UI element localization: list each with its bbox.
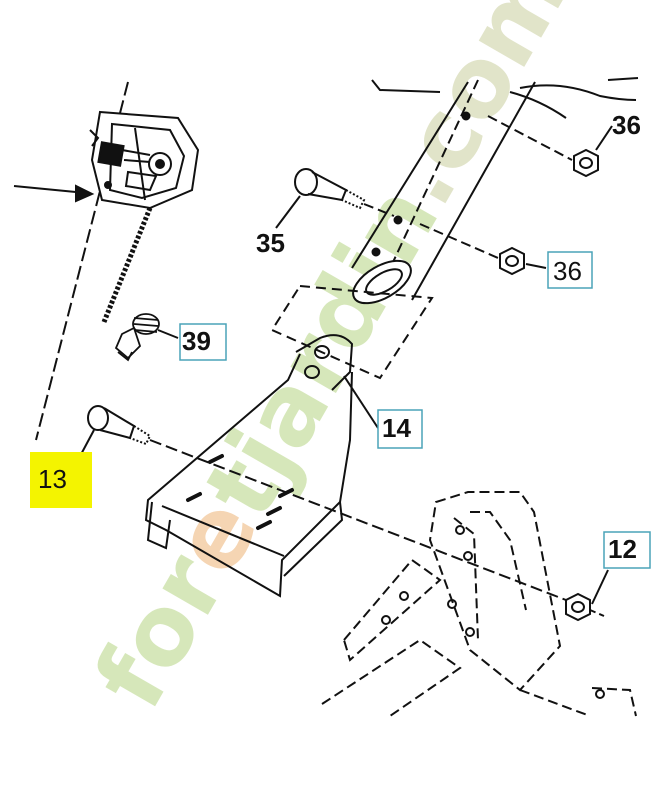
part-39-spring xyxy=(114,313,179,362)
part-12-nut xyxy=(565,569,609,622)
callout-39-boxed: 39 xyxy=(179,323,227,361)
callout-35: 35 xyxy=(256,228,285,258)
switch-assembly xyxy=(13,81,200,441)
callout-12-boxed: 12 xyxy=(603,531,651,569)
part-36-nut-middle xyxy=(419,223,547,276)
hidden-zone-outline xyxy=(270,284,434,380)
svg-text:36: 36 xyxy=(612,110,641,140)
callout-13-highlight: 13 xyxy=(30,452,92,508)
svg-text:13: 13 xyxy=(38,464,67,494)
part-35-bolt xyxy=(275,168,395,229)
svg-text:12: 12 xyxy=(608,534,637,564)
watermark-logo: foretjardin.com xyxy=(73,0,590,727)
frame-holes xyxy=(381,525,605,699)
callout-14-boxed: 14 xyxy=(377,409,423,449)
part-13-bolt xyxy=(77,405,567,601)
callout-36-boxed: 36 xyxy=(547,251,593,289)
callout-36-top: 36 xyxy=(612,110,641,140)
svg-text:35: 35 xyxy=(256,228,285,258)
part-14-bracket xyxy=(144,334,379,598)
svg-text:14: 14 xyxy=(382,413,411,443)
watermark-text: foretjardin.com xyxy=(73,0,590,727)
frame-outline-dashed xyxy=(321,491,637,717)
svg-text:39: 39 xyxy=(182,326,211,356)
part-36-nut-top xyxy=(487,115,613,178)
svg-text:36: 36 xyxy=(553,256,582,286)
